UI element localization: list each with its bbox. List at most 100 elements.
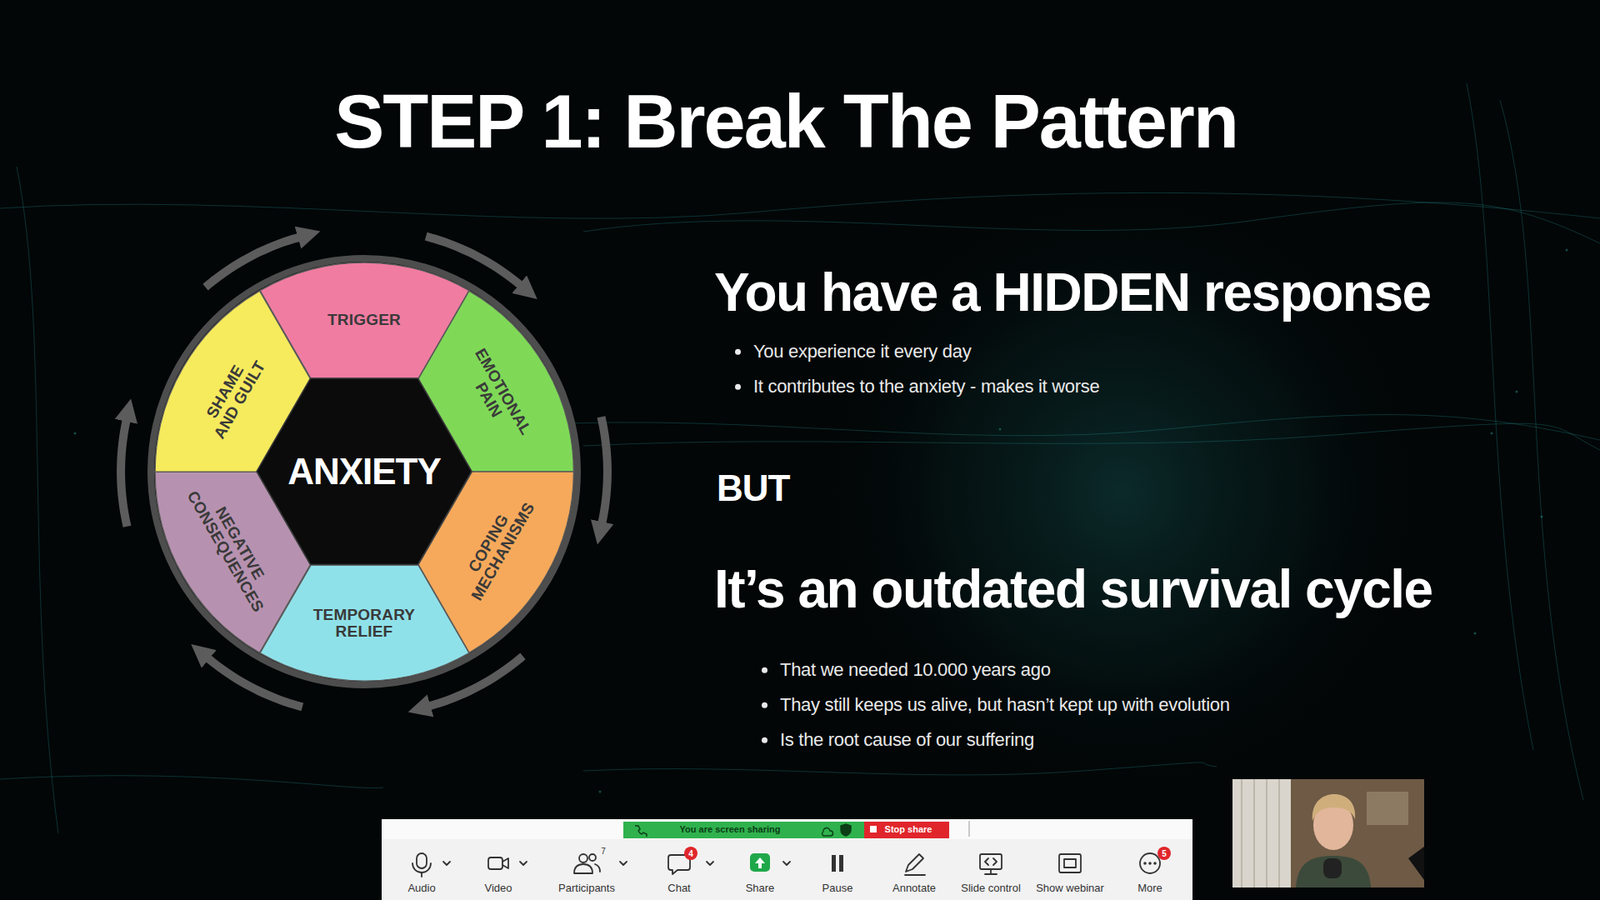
toolbar-icons-filled-part (1148, 861, 1152, 865)
webcam-thumbnail-part (1241, 779, 1280, 888)
network-lines-part (16, 166, 59, 834)
toolbar-label: Participants (558, 881, 615, 895)
toolbar-icons-part (502, 858, 509, 869)
heading: BUT (716, 468, 790, 509)
label-slot: You have a HIDDEN response (714, 263, 1431, 322)
toolbar-icons-part (783, 861, 790, 865)
toolbar-label: Chat (667, 881, 690, 895)
network-dots-part (599, 790, 602, 794)
toolbar-label: Video (484, 881, 512, 895)
label-slot: Annotate (892, 881, 936, 895)
webcam-thumbnail-part (1232, 779, 1291, 888)
label-slot: Share (745, 881, 775, 895)
label-slot: Is the root cause of our suffering (758, 729, 1035, 751)
stop-icon (870, 825, 877, 833)
hexagon-fill (256, 378, 472, 565)
button-text: Stop share (885, 824, 933, 835)
toolbar-icons-part (620, 861, 627, 865)
toolbar-icons-part (443, 861, 450, 865)
toolbar-icons-part (579, 854, 588, 863)
network-lines-part (0, 775, 384, 789)
toolbar-icons-part (595, 864, 600, 872)
toolbar-icons-part (706, 861, 714, 865)
toolbar-icons-part (488, 857, 503, 870)
center-hexagon: ANXIETY (256, 378, 472, 565)
badge-number: 5 (1161, 849, 1167, 859)
count-number: 7 (600, 846, 606, 856)
label-slot: That we needed 10.000 years ago (758, 659, 1051, 681)
toolbar-icons-filled-part (684, 846, 698, 860)
toolbar-icons-part (985, 869, 997, 875)
label-slot: 5 (1161, 849, 1167, 859)
segment-label: TRIGGER (301, 311, 427, 329)
label-slot: Audio (407, 881, 435, 895)
webcam-thumbnail-part (1323, 858, 1342, 879)
slide-title: STEP 1: Break The Pattern (334, 84, 1238, 160)
bullet-text: You experience it every day (731, 340, 971, 363)
toolbar-label: Show webinar (1035, 881, 1105, 895)
label-slot: Slide control (960, 881, 1021, 895)
bullet-text: That we needed 10.000 years ago (758, 659, 1051, 681)
heading: You have a HIDDEN response (714, 263, 1431, 322)
label-slot: 4 (688, 849, 694, 859)
badge-number: 4 (688, 849, 694, 859)
webcam-thumbnail (1232, 779, 1425, 888)
toolbar-icons-part (420, 872, 423, 877)
toolbar-icons-filled-part (755, 857, 765, 869)
toolbar-icons-filled-part (1143, 861, 1147, 865)
toolbar-icons-part (980, 854, 1002, 870)
label-slot: BUT (716, 468, 790, 509)
toolbar-icons-part (1140, 853, 1160, 874)
toolbar-icons (412, 853, 1160, 877)
label-slot: You experience it every day (731, 340, 971, 363)
toolbar-icons-part (574, 864, 593, 874)
toolbar-icons-filled (684, 846, 1171, 872)
pill-icons-part (840, 824, 851, 836)
label-slot: 7 (600, 846, 606, 856)
label-slot: It contributes to the anxiety - makes it… (731, 375, 1100, 398)
cycle-arrow (601, 416, 608, 526)
label-slot: Pause (822, 881, 854, 895)
label-slot: More (1137, 881, 1163, 895)
network-dots-part (1490, 432, 1494, 435)
toolbar-icons-part (985, 858, 997, 865)
label-slot: Video (484, 881, 512, 895)
label-slot: It’s an outdated survival cycle (714, 560, 1433, 619)
heading: It’s an outdated survival cycle (714, 560, 1433, 619)
network-lines-part (583, 423, 1600, 450)
toolbar-label: Audio (407, 881, 435, 895)
pill-icons-part (822, 827, 834, 836)
segment-label-group: TRIGGER (301, 311, 427, 329)
pill-icons (635, 824, 851, 837)
webcam-thumbnail-part (1408, 846, 1425, 880)
sharing-pill (623, 821, 865, 839)
toolbar-icons-part (905, 874, 925, 876)
toolbar-icons-part (412, 863, 431, 873)
toolbar-strip (381, 819, 1193, 840)
network-lines-part (1500, 100, 1584, 800)
webcam-thumbnail-part (1312, 794, 1355, 821)
divider (969, 820, 970, 837)
label-slot: Thay still keeps us alive, but hasn’t ke… (758, 694, 1230, 716)
toolbar-icons-part (520, 861, 527, 865)
network-dots-part (1474, 632, 1477, 635)
network-dots-part (74, 432, 77, 435)
label-slot: Show webinar (1035, 881, 1105, 895)
network-lines-part (583, 202, 1600, 244)
pill-icons-part (635, 825, 647, 837)
label-slot: You are screen sharing (680, 824, 781, 835)
label-slot: Chat (667, 881, 690, 895)
segment-label: TEMPORARY RELIEF (301, 606, 427, 640)
stop-share-button (864, 821, 950, 839)
status-text: You are screen sharing (680, 824, 781, 835)
network-lines-part (1466, 83, 1534, 750)
toolbar-icons-filled-part (839, 855, 844, 872)
segment-label-group: TEMPORARY RELIEF (301, 606, 427, 640)
toolbar-icons-filled-part (750, 853, 770, 872)
network-dots-part (999, 428, 1002, 431)
webcam-thumbnail-part (1366, 791, 1409, 825)
toolbar-icons-filled-part (1157, 846, 1171, 860)
toolbar-icons-part (1059, 854, 1081, 873)
